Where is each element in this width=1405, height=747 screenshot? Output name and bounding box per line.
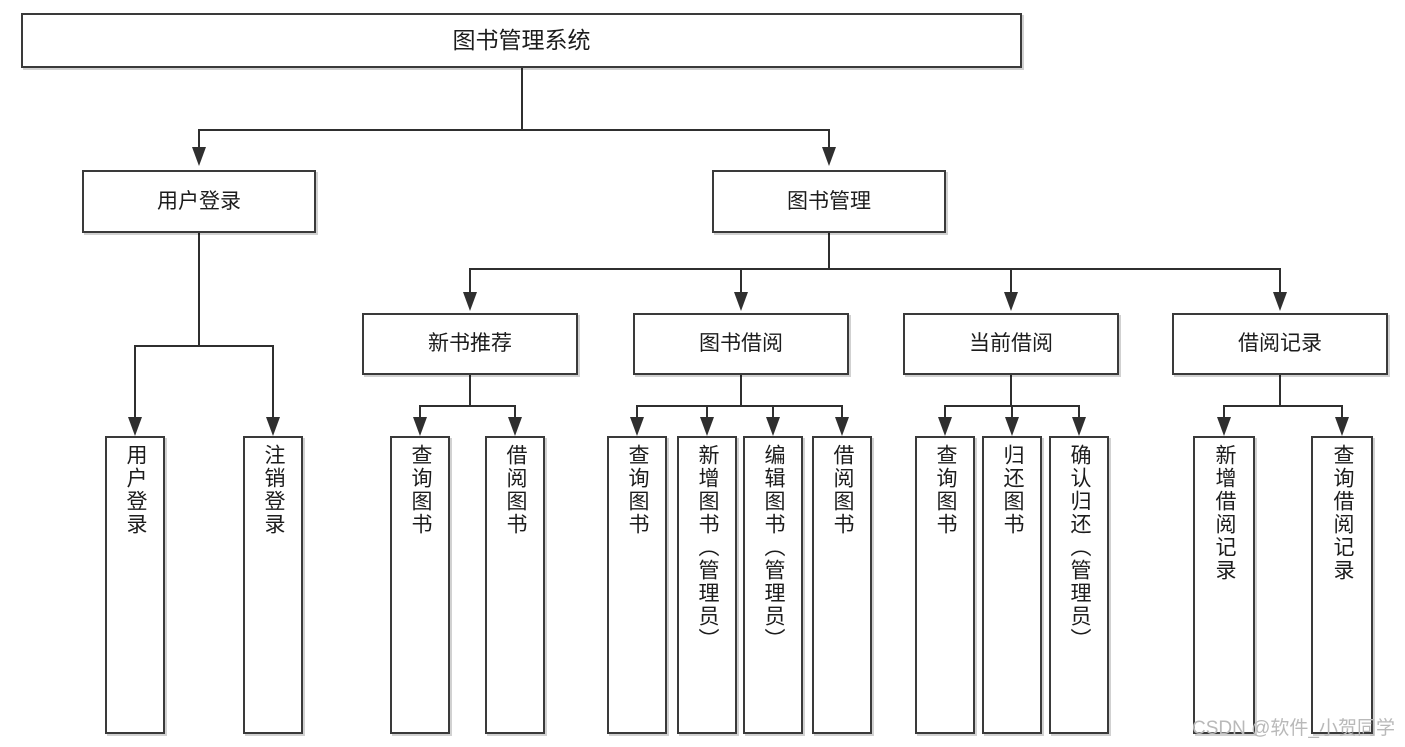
- node-label: 查询借阅记录: [1331, 444, 1355, 582]
- node-borrowing-record[interactable]: 借阅记录: [1172, 313, 1388, 375]
- arrow-current-borrow-leaf-3: [1072, 417, 1086, 436]
- leaf-borrow-book-new[interactable]: 借阅图书: [485, 436, 545, 734]
- arrow-borrow-record-leaf-1: [1217, 417, 1231, 436]
- arrow-book-borrow-leaf-1: [630, 417, 644, 436]
- connector-borrow-record-stem: [1279, 375, 1281, 406]
- connector-new-book-rec-bus: [419, 405, 516, 407]
- node-new-book-recommendation[interactable]: 新书推荐: [362, 313, 578, 375]
- leaf-add-borrow-record[interactable]: 新增借阅记录: [1193, 436, 1255, 734]
- connector-book-mgmt-stem: [828, 233, 830, 269]
- node-label: 确认归还（管理员）: [1068, 444, 1092, 651]
- connector-book-borrow-d1: [636, 405, 638, 417]
- leaf-logout[interactable]: 注销登录: [243, 436, 303, 734]
- arrow-book-borrow-leaf-4: [835, 417, 849, 436]
- leaf-query-borrow-record[interactable]: 查询借阅记录: [1311, 436, 1373, 734]
- connector-current-borrow-d2: [1011, 405, 1013, 417]
- leaf-query-book-current[interactable]: 查询图书: [915, 436, 975, 734]
- node-label: 用户登录: [157, 189, 241, 213]
- node-label: 当前借阅: [969, 332, 1053, 356]
- connector-borrow-record-d2: [1341, 405, 1343, 417]
- connector-root-to-user-login: [198, 129, 200, 147]
- arrow-to-new-book-rec: [463, 292, 477, 311]
- leaf-edit-book-admin[interactable]: 编辑图书（管理员）: [743, 436, 803, 734]
- connector-book-borrow-d3: [772, 405, 774, 417]
- connector-current-borrow-d3: [1078, 405, 1080, 417]
- arrow-root-to-book-mgmt: [822, 147, 836, 166]
- connector-user-login-stem: [198, 233, 200, 346]
- connector-to-book-borrow: [740, 268, 742, 292]
- arrow-book-borrow-leaf-2: [700, 417, 714, 436]
- connector-current-borrow-stem: [1010, 375, 1012, 406]
- arrow-new-book-rec-leaf-1: [413, 417, 427, 436]
- connector-current-borrow-d1: [944, 405, 946, 417]
- node-label: 图书管理: [787, 189, 871, 213]
- node-label: 借阅记录: [1238, 332, 1322, 356]
- leaf-confirm-return-admin[interactable]: 确认归还（管理员）: [1049, 436, 1109, 734]
- watermark: CSDN @软件_小贺同学: [1192, 718, 1395, 739]
- arrow-user-login-leaf-1: [128, 417, 142, 436]
- arrow-current-borrow-leaf-1: [938, 417, 952, 436]
- node-label: 查询图书: [409, 444, 433, 536]
- node-label: 新增图书（管理员）: [696, 444, 720, 651]
- connector-new-book-rec-stem: [469, 375, 471, 406]
- node-label: 注销登录: [262, 444, 286, 536]
- connector-book-mgmt-bus: [469, 268, 1280, 270]
- node-label: 归还图书: [1001, 444, 1025, 536]
- node-root-system[interactable]: 图书管理系统: [21, 13, 1022, 68]
- arrow-borrow-record-leaf-2: [1335, 417, 1349, 436]
- arrow-to-borrow-record: [1273, 292, 1287, 311]
- arrow-root-to-user-login: [192, 147, 206, 166]
- connector-to-current-borrow: [1010, 268, 1012, 292]
- arrow-to-book-borrow: [734, 292, 748, 311]
- node-label: 新增借阅记录: [1213, 444, 1237, 582]
- node-current-borrowing[interactable]: 当前借阅: [903, 313, 1119, 375]
- node-label: 新书推荐: [428, 332, 512, 356]
- node-label: 图书管理系统: [452, 27, 591, 54]
- connector-user-login-right-drop: [272, 345, 274, 417]
- node-label: 用户登录: [124, 444, 148, 536]
- connector-book-borrow-stem: [740, 375, 742, 406]
- node-label: 查询图书: [626, 444, 650, 536]
- connector-book-borrow-d4: [841, 405, 843, 417]
- arrow-new-book-rec-leaf-2: [508, 417, 522, 436]
- node-label: 借阅图书: [504, 444, 528, 536]
- connector-user-login-bus: [134, 345, 272, 347]
- node-book-borrowing[interactable]: 图书借阅: [633, 313, 849, 375]
- connector-root-stem: [521, 68, 523, 130]
- node-label: 查询图书: [934, 444, 958, 536]
- leaf-borrow-book[interactable]: 借阅图书: [812, 436, 872, 734]
- leaf-add-book-admin[interactable]: 新增图书（管理员）: [677, 436, 737, 734]
- connector-root-bus: [198, 129, 830, 131]
- leaf-query-book-new[interactable]: 查询图书: [390, 436, 450, 734]
- connector-borrow-record-d1: [1223, 405, 1225, 417]
- leaf-user-login[interactable]: 用户登录: [105, 436, 165, 734]
- node-label: 图书借阅: [699, 332, 783, 356]
- connector-to-borrow-record: [1279, 268, 1281, 292]
- connector-book-borrow-d2: [706, 405, 708, 417]
- arrow-to-current-borrow: [1004, 292, 1018, 311]
- connector-book-borrow-bus: [636, 405, 843, 407]
- node-book-management[interactable]: 图书管理: [712, 170, 946, 233]
- leaf-query-book-borrowing[interactable]: 查询图书: [607, 436, 667, 734]
- connector-borrow-record-bus: [1223, 405, 1343, 407]
- arrow-user-login-leaf-2: [266, 417, 280, 436]
- arrow-book-borrow-leaf-3: [766, 417, 780, 436]
- arrow-current-borrow-leaf-2: [1005, 417, 1019, 436]
- node-user-login[interactable]: 用户登录: [82, 170, 316, 233]
- connector-to-new-book-rec: [469, 268, 471, 292]
- node-label: 借阅图书: [831, 444, 855, 536]
- connector-user-login-left-drop: [134, 345, 136, 417]
- connector-root-to-book-mgmt: [828, 129, 830, 147]
- leaf-return-book[interactable]: 归还图书: [982, 436, 1042, 734]
- node-label: 编辑图书（管理员）: [762, 444, 786, 651]
- connector-new-book-rec-d1: [419, 405, 421, 417]
- connector-new-book-rec-d2: [514, 405, 516, 417]
